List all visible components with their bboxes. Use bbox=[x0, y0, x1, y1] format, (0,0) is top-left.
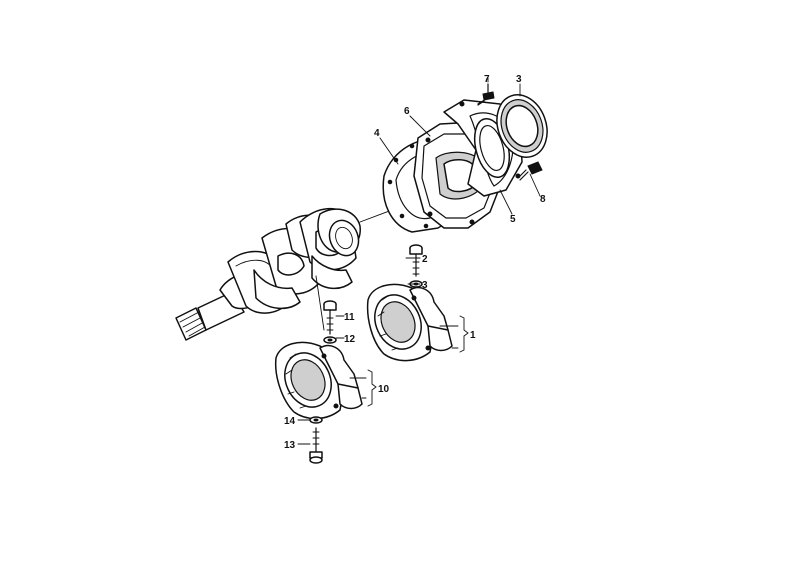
label-3-seal: 3 bbox=[516, 74, 522, 85]
screw-7 bbox=[477, 83, 495, 106]
oil-seal-ring bbox=[496, 94, 548, 158]
label-14: 14 bbox=[284, 416, 296, 427]
crankshaft bbox=[175, 208, 361, 341]
leader-lines bbox=[297, 77, 541, 445]
bearing-cap-1 bbox=[366, 283, 453, 362]
washer-14 bbox=[309, 416, 323, 424]
label-12: 12 bbox=[344, 334, 356, 345]
label-7: 7 bbox=[484, 74, 490, 85]
label-11: 11 bbox=[344, 312, 355, 323]
bolt-2 bbox=[409, 244, 423, 277]
label-8: 8 bbox=[540, 194, 546, 205]
screw-8 bbox=[517, 161, 543, 181]
label-13: 13 bbox=[284, 440, 296, 451]
label-5: 5 bbox=[510, 214, 516, 225]
part-labels: 1 2 3 3 4 5 6 7 8 10 11 12 13 14 bbox=[284, 74, 546, 451]
label-2: 2 bbox=[422, 254, 428, 265]
washer-12 bbox=[323, 336, 337, 344]
label-6: 6 bbox=[404, 106, 410, 117]
bolt-11 bbox=[323, 300, 337, 335]
bearing-cap-10 bbox=[274, 341, 363, 420]
label-10: 10 bbox=[378, 384, 390, 395]
bolt-13 bbox=[309, 427, 323, 464]
label-3-washer: 3 bbox=[422, 280, 428, 291]
guide-line-lower bbox=[315, 275, 325, 331]
label-1: 1 bbox=[470, 330, 476, 341]
washer-3 bbox=[409, 280, 423, 288]
label-4: 4 bbox=[374, 128, 380, 139]
